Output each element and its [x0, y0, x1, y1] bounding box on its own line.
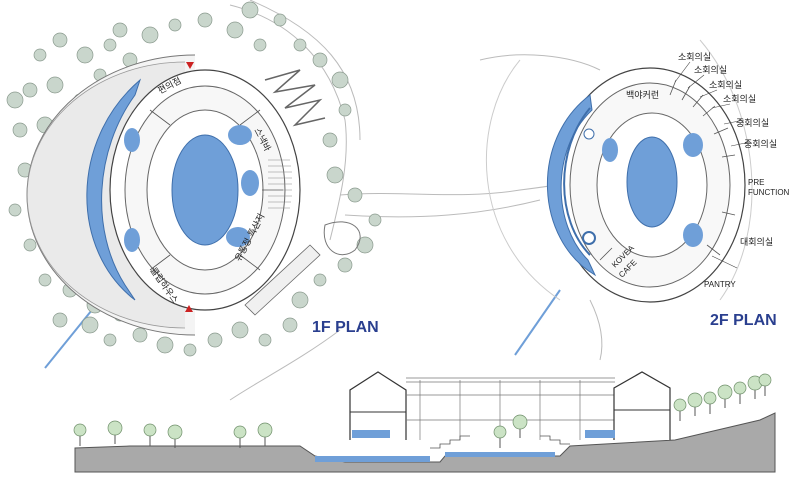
plan-1f: 편의점 스낵바 유통정 특산지 클럽하우스 1F PLAN	[26, 54, 379, 336]
tree-icon	[347, 187, 363, 203]
tree-icon	[197, 12, 213, 28]
tree-icon	[81, 316, 99, 334]
trees-section	[73, 373, 772, 448]
tree-icon	[168, 18, 182, 32]
tree-icon	[291, 291, 309, 309]
plan-title-2f: 2F PLAN	[710, 312, 777, 329]
tree-icon	[326, 166, 344, 184]
tree-icon	[46, 76, 64, 94]
tree-icon	[33, 48, 47, 62]
room-label-prefunction-1: PRE	[748, 178, 764, 187]
tree-icon	[293, 38, 307, 52]
tree-icon	[12, 122, 28, 138]
tree-icon	[337, 257, 353, 273]
tree-icon	[233, 425, 247, 439]
tree-icon	[103, 333, 117, 347]
tree-icon	[132, 327, 148, 343]
tree-icon	[76, 46, 94, 64]
tree-icon	[703, 391, 717, 405]
tree-icon	[143, 423, 157, 437]
room-label-small-4: 소회의실	[723, 94, 756, 105]
tree-icon	[52, 32, 68, 48]
tree-icon	[22, 82, 38, 98]
tree-icon	[23, 238, 37, 252]
tree-icon	[241, 1, 259, 19]
tree-icon	[312, 52, 328, 68]
room-label-medium-1: 중회의실	[736, 118, 769, 129]
tree-icon	[52, 312, 68, 328]
tree-icon	[258, 333, 272, 347]
entrance-marker-north	[186, 62, 194, 69]
tree-icon	[673, 398, 687, 412]
tree-icon	[226, 21, 244, 39]
room-label-prefunction-2: FUNCTION	[748, 188, 790, 197]
tree-icon	[207, 332, 223, 348]
tree-icon	[103, 38, 117, 52]
room-label-small-2: 소회의실	[694, 65, 727, 76]
tree-icon	[368, 213, 382, 227]
tree-icon	[331, 71, 349, 89]
building-section	[74, 371, 776, 473]
tree-icon	[282, 317, 298, 333]
plan-2f: 백야커런 소회의실 소회의실 소회의실 소회의실 중회의실 중회의실 PRE F…	[485, 39, 790, 329]
tree-icon	[73, 423, 87, 437]
tree-icon	[313, 273, 327, 287]
entrance-marker-south	[185, 305, 193, 312]
tree-icon	[338, 103, 352, 117]
tree-icon	[512, 414, 528, 430]
tree-icon	[141, 26, 159, 44]
room-label-small-1: 소회의실	[678, 52, 711, 63]
tree-icon	[231, 321, 249, 339]
tree-icon	[107, 420, 123, 436]
plan-title-1f: 1F PLAN	[312, 319, 379, 336]
tree-icon	[38, 273, 52, 287]
room-label-backyard: 백야커런	[626, 90, 659, 101]
tree-icon	[687, 392, 703, 408]
tree-icon	[112, 22, 128, 38]
tree-icon	[273, 13, 287, 27]
tree-icon	[322, 132, 338, 148]
tree-icon	[493, 425, 507, 439]
tree-icon	[167, 424, 183, 440]
room-label-pantry: PANTRY	[704, 280, 736, 289]
tree-icon	[253, 38, 267, 52]
tree-icon	[183, 343, 197, 357]
tree-icon	[8, 203, 22, 217]
tree-icon	[717, 384, 733, 400]
tree-icon	[156, 336, 174, 354]
tree-icon	[758, 373, 772, 387]
room-label-large: 대회의실	[740, 237, 773, 248]
tree-icon	[356, 236, 374, 254]
room-label-small-3: 소회의실	[709, 80, 742, 91]
tree-icon	[6, 91, 24, 109]
room-label-medium-2: 중회의실	[744, 139, 777, 150]
tree-icon	[257, 422, 273, 438]
tree-icon	[733, 381, 747, 395]
